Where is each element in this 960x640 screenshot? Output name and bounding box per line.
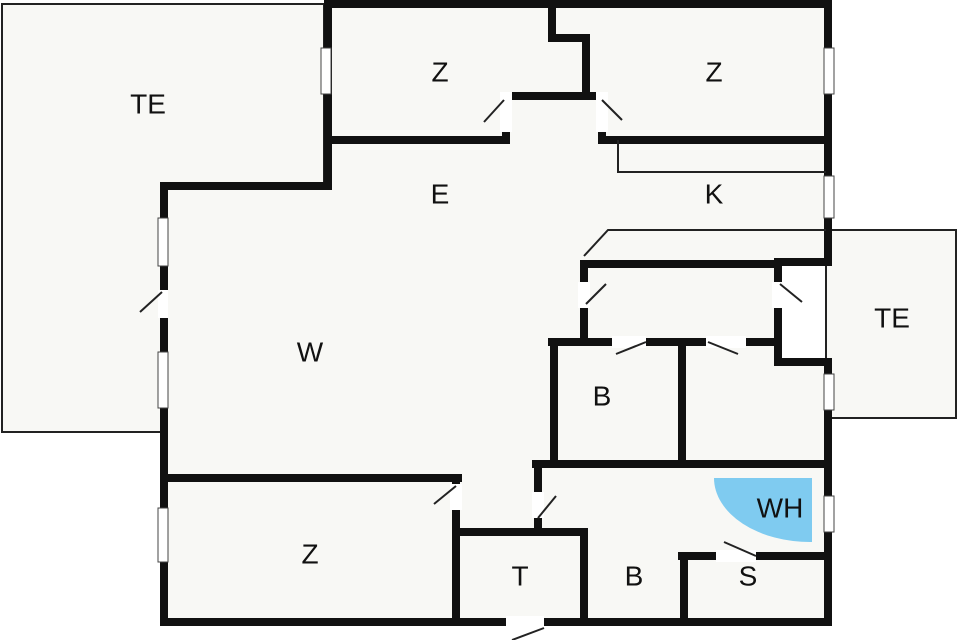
door	[707, 341, 739, 355]
window	[823, 373, 835, 411]
door	[139, 291, 163, 313]
shower-area	[714, 478, 812, 543]
room-label-shower: WH	[757, 492, 804, 523]
room-label-hall: E	[431, 178, 450, 209]
room-label-bedroom-top-left: Z	[431, 56, 448, 87]
room-label-toilet: T	[511, 560, 528, 591]
window	[157, 507, 169, 563]
room-labels: TE Z Z E K W TE B WH Z T B S	[130, 56, 910, 591]
room-label-bedroom-top-right: Z	[705, 56, 722, 87]
door	[601, 99, 623, 121]
door	[511, 627, 545, 640]
kitchen-counter	[583, 140, 826, 257]
room-label-terrace-right: TE	[874, 302, 910, 333]
room-label-bedroom-bottom: Z	[301, 538, 318, 569]
door	[615, 341, 647, 355]
doors	[139, 92, 803, 640]
terrace-right-area	[825, 229, 957, 419]
window	[823, 495, 835, 533]
door	[723, 541, 757, 557]
window	[823, 47, 835, 95]
window	[320, 47, 332, 95]
room-label-storage: S	[739, 560, 758, 591]
windows	[157, 47, 835, 563]
room-label-bathroom-bottom: B	[625, 560, 644, 591]
door	[433, 485, 457, 505]
door	[585, 283, 607, 305]
window	[157, 351, 169, 409]
door	[779, 283, 803, 303]
room-label-living: W	[297, 336, 324, 367]
room-label-kitchen: K	[705, 178, 724, 209]
window	[157, 217, 169, 267]
room-label-terrace-left: TE	[130, 88, 166, 119]
door	[483, 99, 505, 123]
window	[823, 175, 835, 219]
door	[537, 495, 557, 519]
room-label-bathroom-mid: B	[593, 380, 612, 411]
